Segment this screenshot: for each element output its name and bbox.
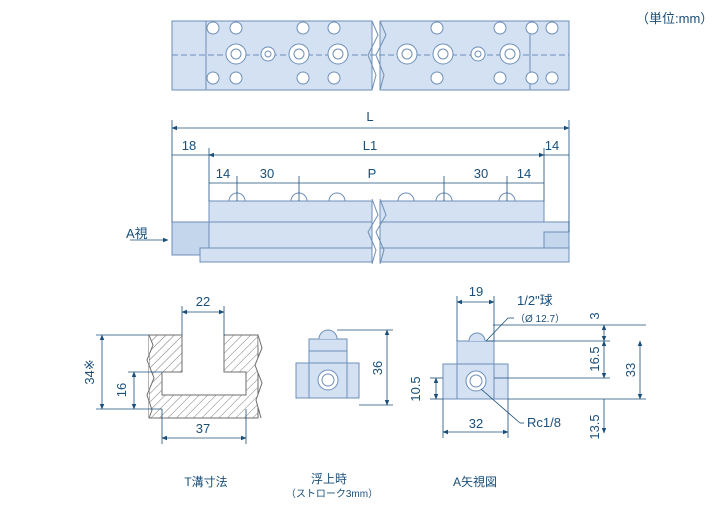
dim-14-right: 14 — [517, 166, 531, 181]
aview-h10-5: 10.5 — [408, 376, 423, 401]
dim-18: 18 — [182, 138, 196, 153]
unit-note: （単位:mm） — [636, 11, 713, 26]
aview-caption: A矢視図 — [453, 474, 497, 489]
tslot-top-width: 22 — [196, 294, 210, 309]
aview-port: Rc1/8 — [527, 415, 561, 430]
plan-view-holes — [206, 21, 559, 85]
dim-L: L — [366, 109, 373, 124]
tslot-section — [146, 334, 263, 419]
tslot-caption: T溝寸法 — [184, 475, 227, 489]
aview-h13-5: 13.5 — [587, 414, 602, 439]
a-view-block — [442, 332, 509, 400]
aview-bottom-width: 32 — [469, 416, 483, 431]
aview-h16-5: 16.5 — [587, 346, 602, 371]
aview-ball: 1/2"球 — [517, 293, 553, 308]
side-view — [171, 198, 570, 265]
aview-ball-dia: （Ø 12.7） — [515, 313, 565, 325]
tslot-height-total: 34※ — [82, 359, 97, 384]
aview-h33: 33 — [623, 363, 638, 377]
tslot-bottom-width: 37 — [196, 421, 210, 436]
side-dimensions — [130, 120, 570, 243]
floating-subcaption: （ストローク3mm） — [286, 488, 378, 500]
floating-height: 36 — [370, 361, 385, 375]
a-view-dimensions — [430, 296, 646, 438]
floating-block — [295, 329, 360, 399]
dim-14-left: 14 — [216, 166, 230, 181]
tslot-dimensions — [96, 306, 247, 444]
dim-14-right-end: 14 — [545, 138, 559, 153]
dim-P: P — [368, 166, 377, 181]
dim-30-right: 30 — [474, 166, 488, 181]
dim-L1: L1 — [363, 138, 377, 153]
floating-caption: 浮上時 — [311, 472, 347, 486]
tslot-height-slot: 16 — [114, 383, 129, 397]
dim-30-left: 30 — [260, 166, 274, 181]
aview-h3: 3 — [587, 312, 602, 319]
aview-top-width: 19 — [469, 284, 483, 299]
floating-dimensions — [337, 329, 393, 406]
view-arrow-label: A視 — [126, 226, 148, 241]
